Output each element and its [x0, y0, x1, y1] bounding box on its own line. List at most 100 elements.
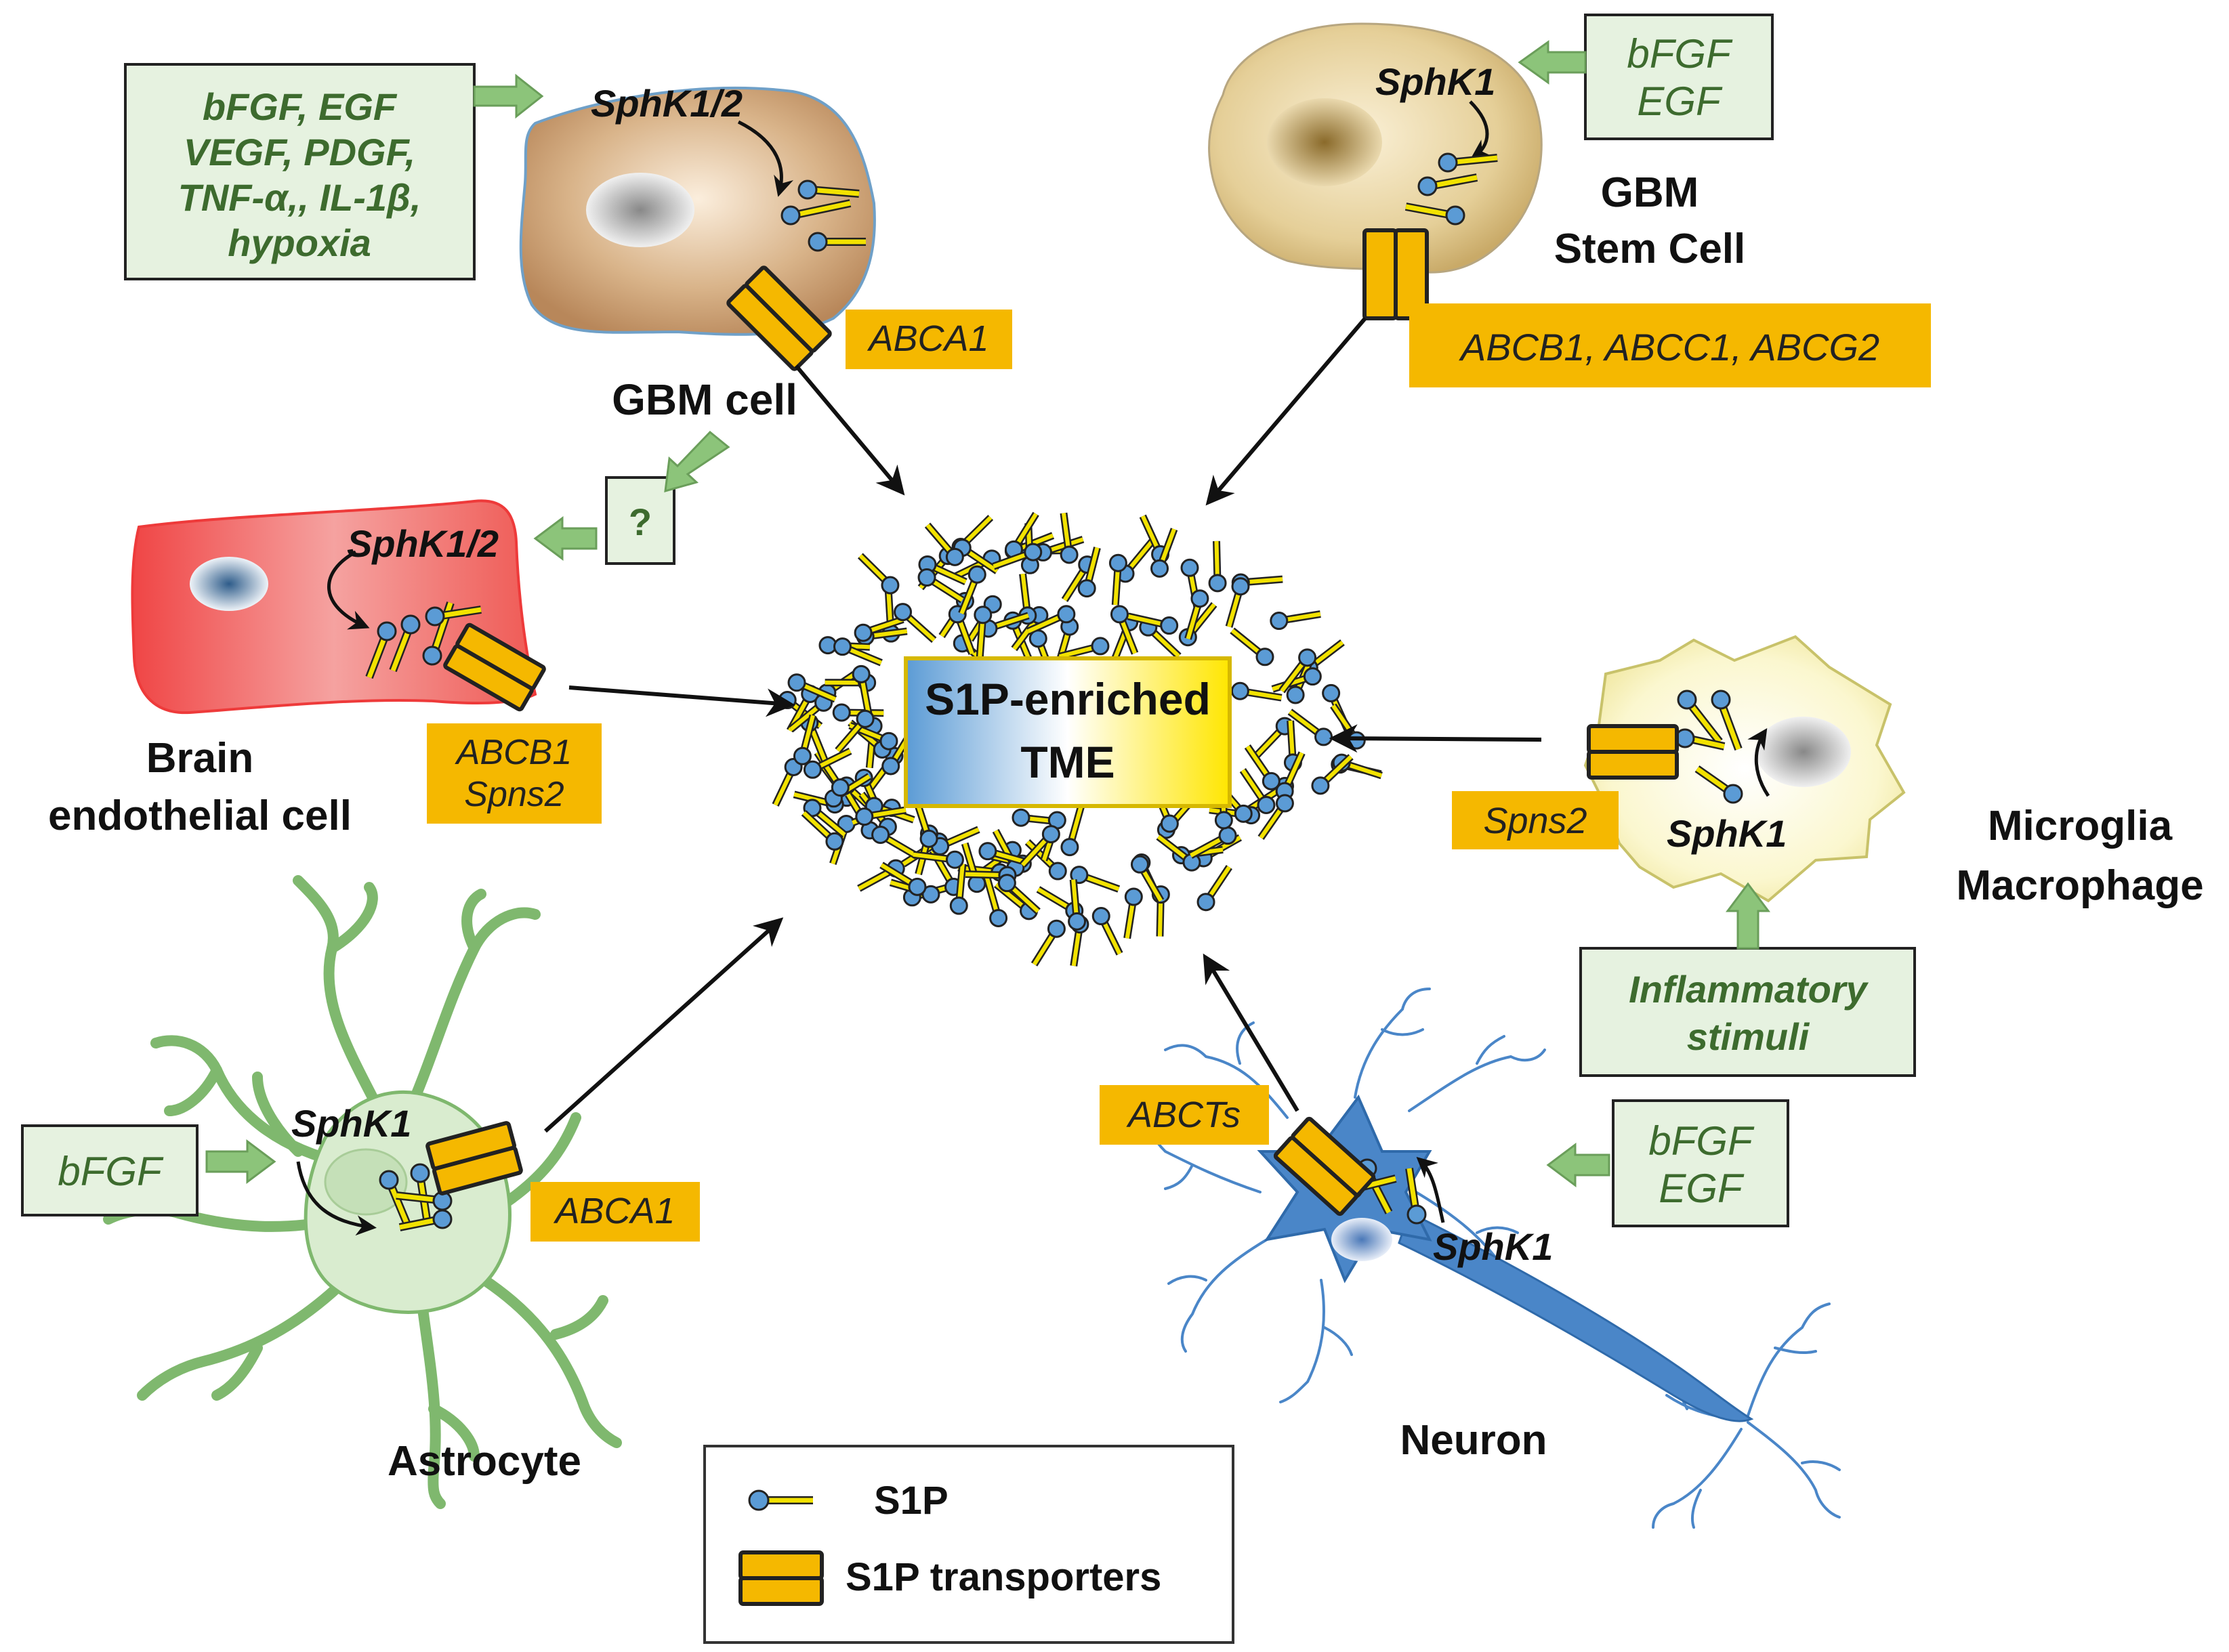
center-title-line1: S1P-enriched	[925, 674, 1211, 724]
s1p-molecule	[1257, 794, 1294, 840]
astrocyte-stimulus-text: bFGF	[58, 1149, 164, 1194]
endothelial-kinase-arrow	[327, 550, 370, 630]
gbm-stimuli-line2: VEGF, PDGF,	[184, 131, 415, 173]
s1p-molecule	[1184, 589, 1209, 640]
s1p-molecule	[1244, 744, 1280, 790]
s1p-molecule	[965, 866, 1017, 885]
microglia-cell-name-line1: Microglia	[1988, 803, 2173, 849]
microglia-kinase-arrow	[1747, 728, 1770, 797]
s1p-molecule	[1156, 833, 1201, 872]
s1p-molecule	[1270, 610, 1321, 631]
microglia-cell-name-line2: Macrophage	[1956, 862, 2203, 909]
astrocyte-cell-kinase: SphK1	[291, 1102, 411, 1145]
stem-cell-kinase: SphK1	[1375, 60, 1495, 103]
s1p-molecule	[1068, 879, 1087, 931]
endothelial-cell-name-line2: endothelial cell	[48, 792, 352, 839]
microglia-transporter	[1587, 724, 1679, 780]
endothelial-transporter	[443, 622, 546, 712]
s1p-molecule	[855, 806, 907, 826]
gbm-to-unknown-green-arrow	[664, 430, 730, 493]
neuron-to-tme-arrow	[1203, 953, 1299, 1112]
s1p-molecule	[992, 543, 1043, 570]
endothelial-to-tme-arrow	[568, 685, 795, 717]
astrocyte-transporter-text: ABCA1	[553, 1191, 675, 1231]
s1p-molecule	[1060, 512, 1079, 564]
neuron-green-arrow	[1546, 1143, 1610, 1187]
s1p-molecule	[787, 673, 837, 703]
microglia-cell: SphK1 Spns2 Microglia Macrophage	[1452, 635, 2204, 909]
microglia-transporter-text: Spns2	[1483, 801, 1587, 841]
s1p-molecule	[1108, 553, 1127, 606]
s1p-molecule	[1151, 885, 1170, 937]
s1p-molecule	[857, 553, 900, 595]
s1p-molecule	[833, 637, 883, 666]
astrocyte-stimulus-box: bFGF	[21, 1124, 199, 1216]
neuron-cell-nucleus	[1331, 1218, 1392, 1261]
endothelial-cell-name-line1: Brain	[146, 735, 253, 782]
s1p-molecule	[803, 747, 852, 779]
gbm-stimuli-line4: hypoxia	[228, 221, 371, 264]
astrocyte-cell: SphK1 ABCA1 Astrocyte	[103, 875, 700, 1509]
microglia-stimuli-line2: stimuli	[1687, 1015, 1810, 1058]
microglia-to-tme-arrow	[1329, 724, 1542, 753]
s1p-molecule	[1020, 825, 1060, 868]
s1p-molecule	[1026, 605, 1076, 635]
legend-transporters-label: S1P transporters	[846, 1555, 1161, 1599]
s1p-molecule	[1230, 681, 1283, 702]
stem-stimuli-box: bFGF EGF	[1584, 14, 1774, 140]
endothelial-cell: SphK1/2 ABCB1 Spns2 Brain endothelial ce	[48, 499, 602, 839]
s1p-molecule	[871, 825, 919, 860]
endothelial-cell-nucleus	[190, 557, 268, 611]
s1p-molecule	[1225, 577, 1250, 628]
stem-cell: SphK1 ABCB1, ABCC1, ABCG2 GBM Stem Cell	[1208, 22, 1931, 387]
unknown-to-endothelial-green-arrow	[533, 516, 598, 561]
microglia-s1p-group	[1675, 690, 1743, 804]
microglia-cell-nucleus	[1756, 717, 1851, 787]
stem-transporter	[1362, 228, 1429, 320]
s1p-molecule	[1116, 538, 1155, 583]
gbm-cell-name: GBM cell	[612, 375, 797, 424]
s1p-molecule	[1077, 547, 1101, 598]
s1p-molecule	[1188, 826, 1237, 859]
stem-stimuli-line2: EGF	[1637, 79, 1723, 124]
s1p-molecule	[852, 664, 873, 717]
endothelial-s1p-group	[365, 601, 482, 679]
stem-kinase-arrow	[1469, 100, 1493, 160]
legend-transporter-icon	[738, 1550, 824, 1606]
stem-green-arrow	[1518, 40, 1587, 85]
gbm-cell: SphK1/2 ABCA1 GBM cell	[519, 82, 1012, 424]
astrocyte-cell-nucleus	[324, 1148, 408, 1216]
gbm-stimuli-box: bFGF, EGF VEGF, PDGF, TNF-α,, IL-1β, hyp…	[124, 63, 476, 280]
s1p-molecule	[1150, 528, 1178, 578]
s1p-molecule	[1058, 637, 1110, 660]
s1p-molecule	[879, 862, 927, 896]
gbm-transporter-label: ABCA1	[846, 310, 1012, 369]
gbm-transporter	[726, 266, 832, 371]
microglia-stimuli-line1: Inflammatory	[1629, 968, 1869, 1011]
stem-transporter-label: ABCB1, ABCC1, ABCG2	[1409, 303, 1931, 387]
astrocyte-kinase-arrow	[296, 1161, 377, 1236]
stem-cell-nucleus	[1267, 98, 1382, 186]
s1p-molecule	[1110, 605, 1139, 655]
s1p-molecule	[1060, 805, 1085, 857]
astrocyte-s1p-group	[379, 1163, 453, 1231]
endothelial-transporter-label: ABCB1 Spns2	[427, 723, 602, 824]
astrocyte-to-tme-arrow	[543, 917, 784, 1133]
neuron-stimuli-box: bFGF EGF	[1612, 1099, 1789, 1227]
stem-cell-name-line1: GBM	[1601, 169, 1699, 216]
legend: S1P S1P transporters	[703, 1445, 1234, 1644]
s1p-molecule	[1278, 648, 1317, 694]
gbm-green-arrow	[473, 73, 544, 119]
s1p-molecule	[1208, 541, 1227, 593]
s1p-molecule	[894, 603, 937, 643]
gbm-cell-nucleus	[586, 173, 694, 247]
s1p-molecule	[913, 850, 964, 869]
astrocyte-cell-name: Astrocyte	[388, 1438, 581, 1485]
s1p-molecule	[1230, 627, 1274, 666]
stem-transporter-text: ABCB1, ABCC1, ABCG2	[1459, 326, 1879, 368]
s1p-molecule	[917, 568, 965, 603]
s1p-molecule	[1311, 754, 1354, 795]
endothelial-transporter-text-1: ABCB1	[455, 733, 572, 772]
stem-s1p-group	[1404, 152, 1498, 226]
s1p-molecule	[1130, 855, 1165, 903]
